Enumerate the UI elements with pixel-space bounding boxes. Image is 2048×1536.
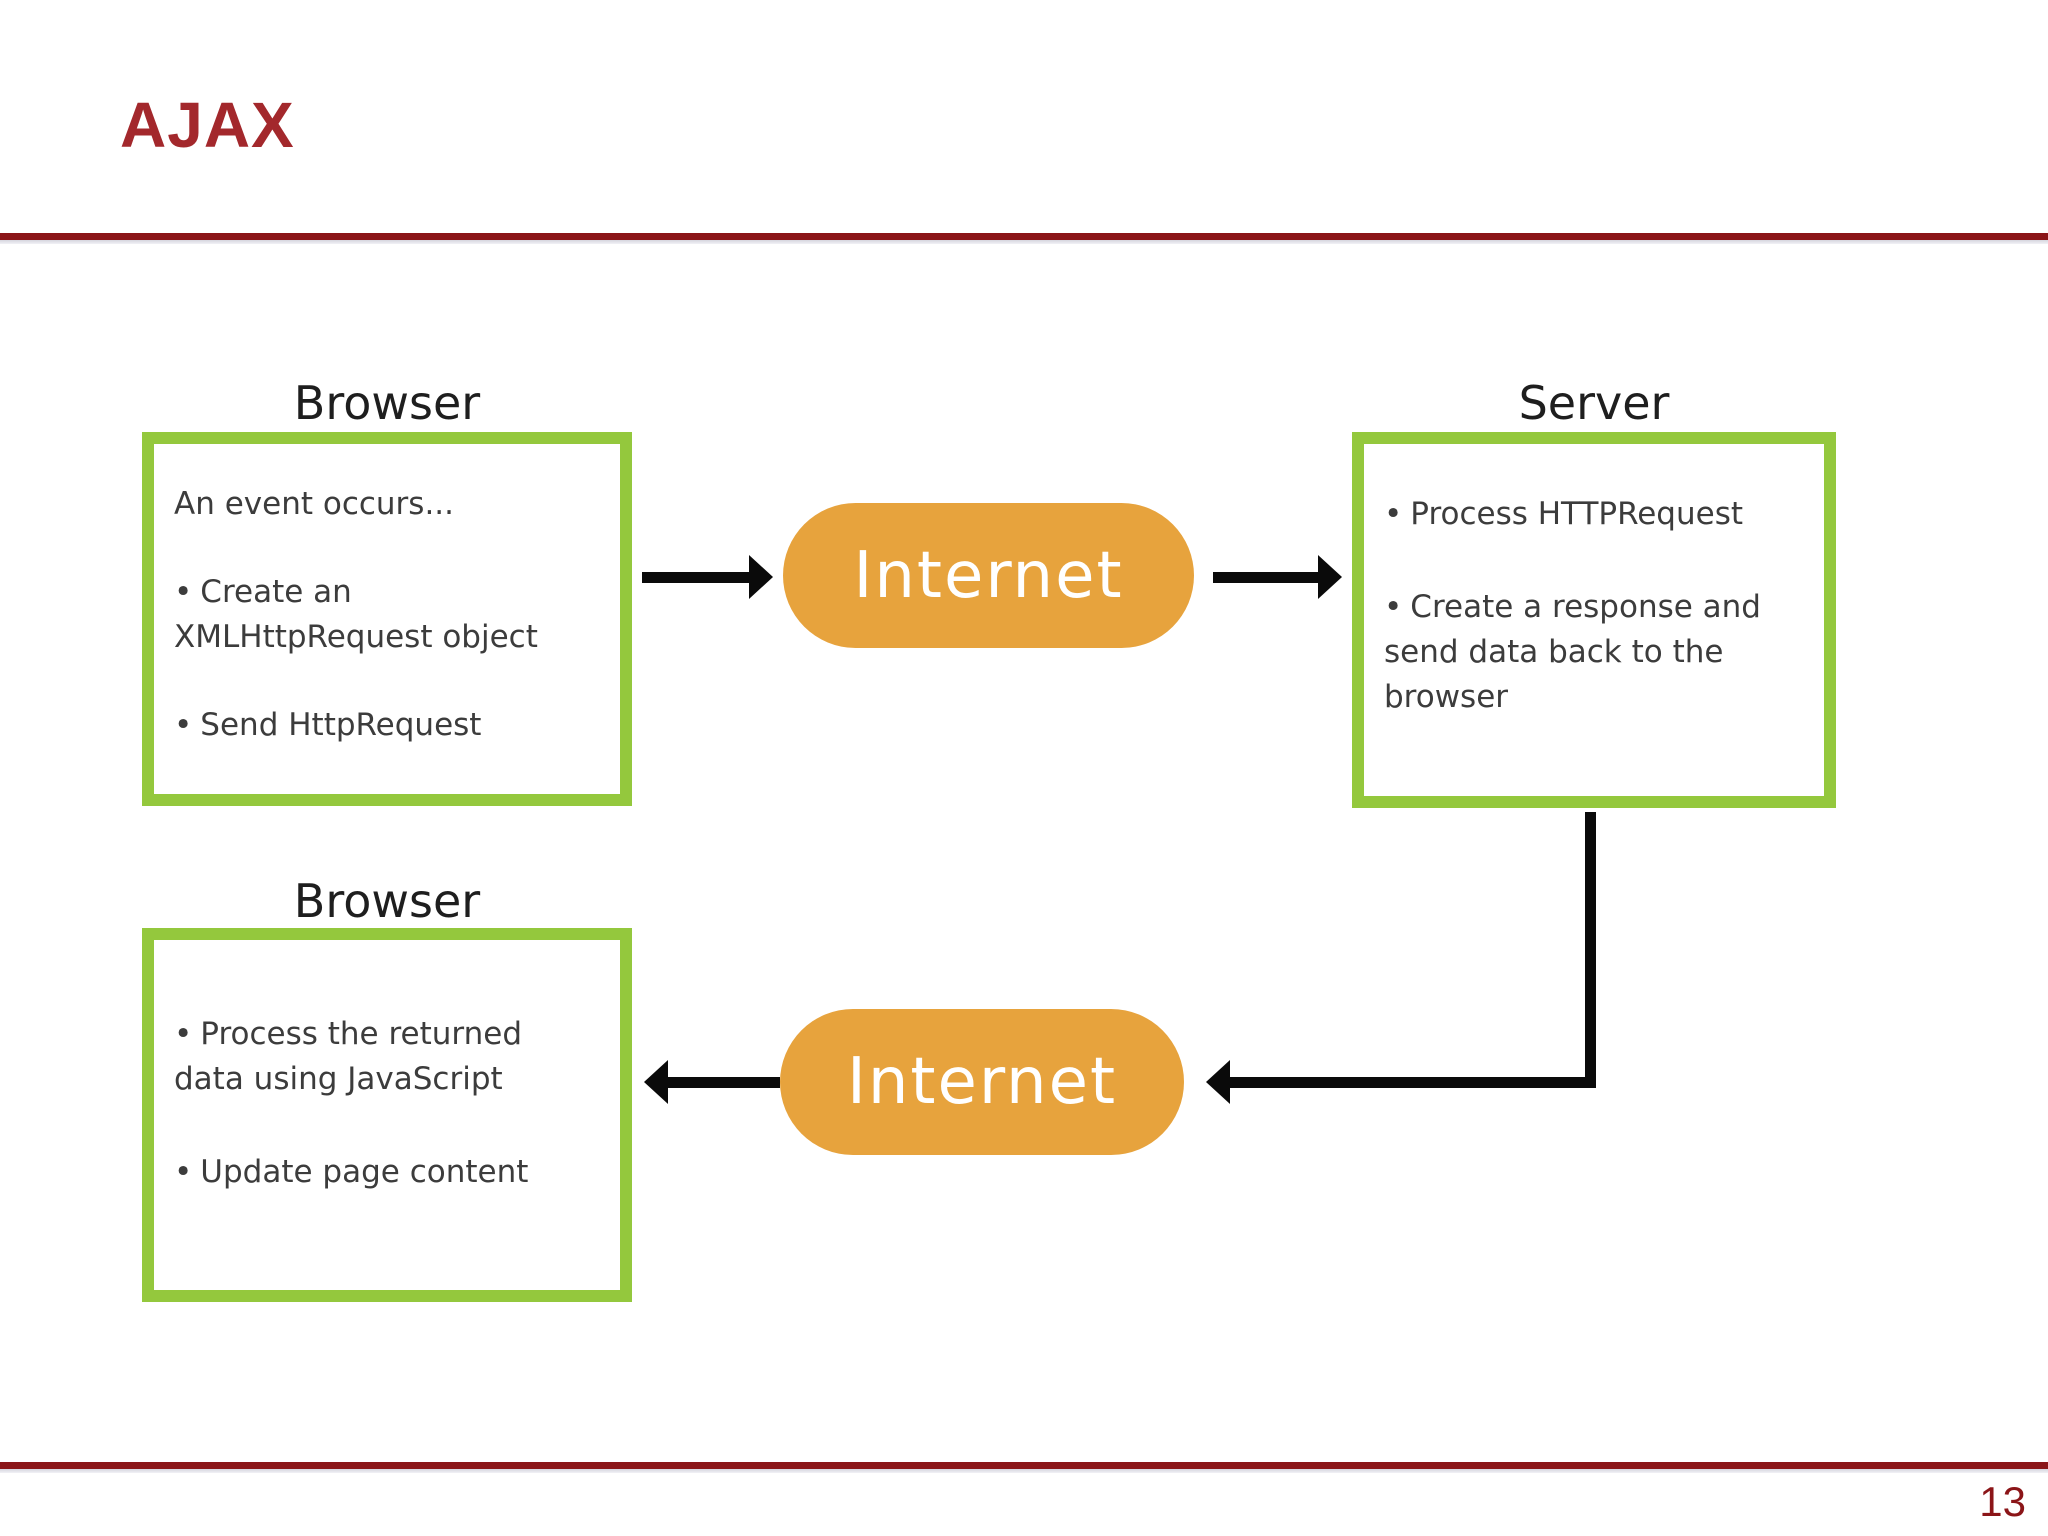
browser-bottom-label: Browser — [293, 874, 481, 928]
line-text: Send HttpRequest — [200, 707, 482, 743]
page-title: AJAX — [120, 89, 295, 161]
line-text: Create a response and — [1410, 589, 1761, 625]
text-line: XMLHttpRequest object — [174, 615, 614, 660]
top-divider-shadow — [0, 240, 2048, 244]
arrow-right-icon — [1318, 555, 1342, 599]
server-label: Server — [1518, 376, 1670, 430]
arrow-left-icon — [644, 1060, 668, 1104]
line-text: Create an — [200, 574, 352, 610]
line-text: XMLHttpRequest object — [174, 619, 538, 655]
text-line: •Process the returned — [174, 1012, 614, 1057]
bullet-icon: • — [174, 1154, 193, 1190]
text-line: send data back to the — [1384, 630, 1818, 675]
line-text: Process the returned — [200, 1016, 523, 1052]
arrow-right-icon — [749, 555, 773, 599]
bottom-divider-shadow — [0, 1469, 2048, 1473]
text-line: data using JavaScript — [174, 1057, 614, 1102]
arrow-internet-to-server-line — [1213, 572, 1321, 583]
bullet-icon: • — [174, 574, 193, 610]
bullet-icon: • — [1384, 496, 1403, 532]
browser-top-label: Browser — [293, 376, 481, 430]
text-line: •Create a response and — [1384, 585, 1818, 630]
text-line: •Process HTTPRequest — [1384, 492, 1818, 537]
arrow-browser-to-internet-line — [642, 572, 752, 583]
text-line: •Create an — [174, 570, 614, 615]
bullet-icon: • — [1384, 589, 1403, 625]
arrow-internet-to-browser-line — [666, 1077, 780, 1088]
top-divider-rule — [0, 233, 2048, 240]
arrow-left-icon — [1206, 1060, 1230, 1104]
server-box: •Process HTTPRequest •Create a response … — [1352, 432, 1836, 808]
text-line: An event occurs... — [174, 482, 614, 527]
line-text: data using JavaScript — [174, 1061, 503, 1097]
arrow-server-to-internet-line — [1228, 1077, 1596, 1088]
browser-top-box: An event occurs... •Create an XMLHttpReq… — [142, 432, 632, 806]
page-number: 13 — [1979, 1478, 2026, 1525]
bullet-icon: • — [174, 707, 193, 743]
line-text: send data back to the — [1384, 634, 1724, 670]
line-text: browser — [1384, 679, 1509, 715]
browser-bottom-box: •Process the returned data using JavaScr… — [142, 928, 632, 1302]
internet-response-node: Internet — [780, 1009, 1184, 1155]
bullet-icon: • — [174, 1016, 193, 1052]
arrow-server-down-line — [1585, 812, 1596, 1083]
text-line: •Update page content — [174, 1150, 614, 1195]
internet-request-node: Internet — [783, 503, 1194, 648]
text-line: browser — [1384, 675, 1818, 720]
line-text: Process HTTPRequest — [1410, 496, 1744, 532]
line-text: Update page content — [200, 1154, 529, 1190]
bottom-divider-rule — [0, 1462, 2048, 1469]
text-line: •Send HttpRequest — [174, 703, 614, 748]
line-text: An event occurs... — [174, 486, 455, 522]
